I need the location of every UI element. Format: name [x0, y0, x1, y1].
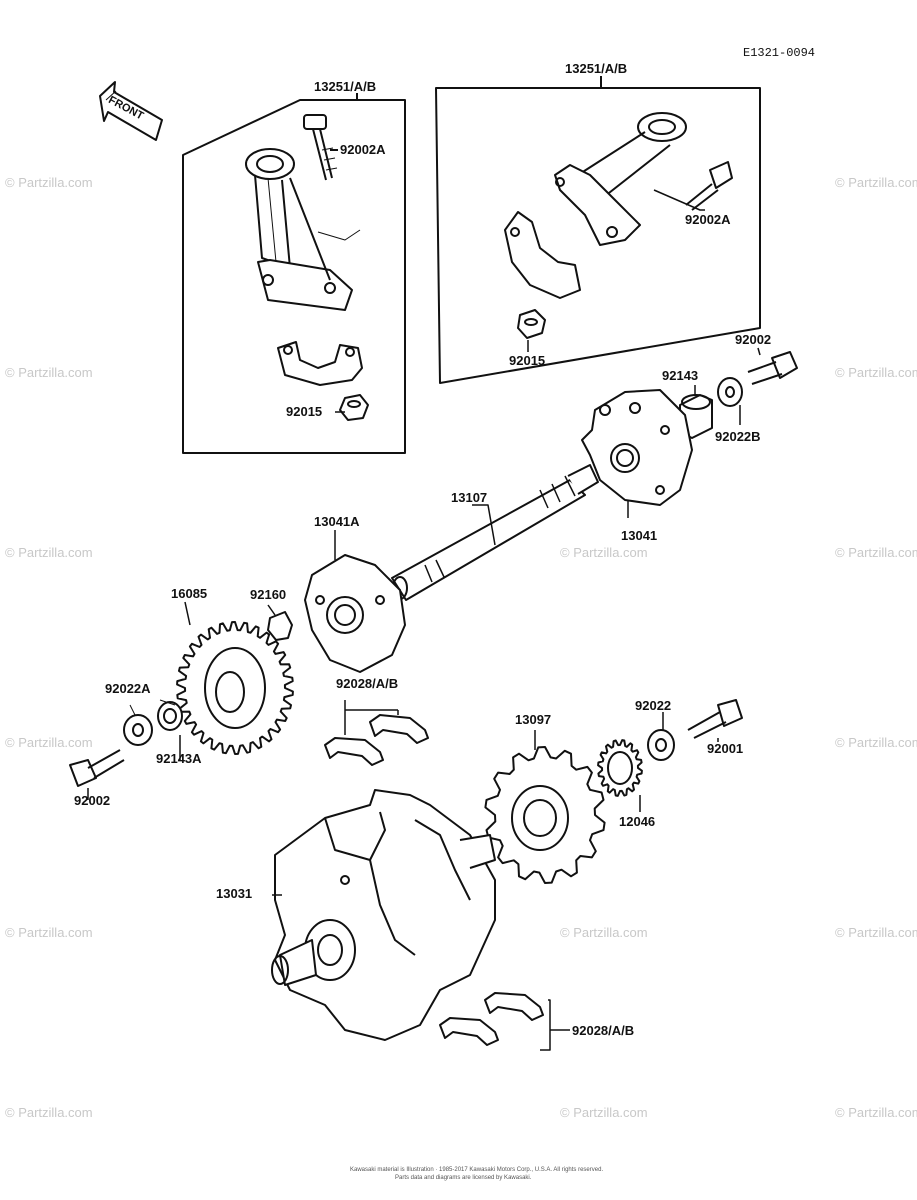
balancer-shaft-13107: [391, 464, 599, 601]
watermark: © Partzilla.com: [835, 925, 917, 940]
watermark: © Partzilla.com: [835, 545, 917, 560]
washer-92022b-icon: [717, 377, 743, 407]
rod-bolt-right-icon: [685, 161, 733, 211]
drawing-code: E1321-0094: [743, 46, 816, 60]
balancer-weight-13041: [581, 389, 693, 506]
bolt-92002-left-icon: [69, 749, 125, 787]
watermark: © Partzilla.com: [5, 735, 93, 750]
bearing-insert-upper: [324, 714, 429, 766]
watermark: © Partzilla.com: [5, 1105, 93, 1120]
washer-92022a-icon: [123, 714, 153, 746]
label-bolt-right-bottom: 92001: [707, 741, 744, 756]
label-washer-right: 92022: [635, 698, 672, 713]
watermark: © Partzilla.com: [5, 365, 93, 380]
watermark: © Partzilla.com: [835, 1105, 917, 1120]
label-collar-top: 92143: [662, 368, 699, 383]
connecting-rod-left: [245, 148, 353, 311]
gear-12046: [597, 739, 643, 797]
collar-92143a-icon: [157, 701, 183, 731]
bearing-insert-lower: [439, 992, 544, 1046]
rod-nut-left-icon: [339, 394, 369, 421]
front-arrow-icon: [99, 81, 163, 141]
label-washer-top: 92022B: [715, 429, 761, 444]
label-gear-16085: 16085: [171, 586, 208, 601]
label-nut-left: 92015: [286, 404, 323, 419]
label-washer-left: 92022A: [105, 681, 151, 696]
label-shaft: 13107: [451, 490, 488, 505]
rod-nut-right-icon: [517, 309, 546, 339]
rod-cap-right: [504, 211, 581, 299]
label-rod-assy-left: 13251/A/B: [314, 79, 377, 94]
label-rod-assy-right: 13251/A/B: [565, 61, 628, 76]
watermark: © Partzilla.com: [560, 545, 648, 560]
footer-license: Parts data and diagrams are licensed by …: [395, 1175, 532, 1181]
watermark: © Partzilla.com: [5, 545, 93, 560]
watermark: © Partzilla.com: [560, 925, 648, 940]
balancer-gear-16085: [176, 621, 294, 755]
watermark: © Partzilla.com: [560, 1105, 648, 1120]
watermark: © Partzilla.com: [835, 175, 917, 190]
label-bearing-upper: 92028/A/B: [336, 676, 399, 691]
watermark: © Partzilla.com: [5, 175, 93, 190]
washer-92022-icon: [647, 729, 675, 761]
label-nut-right: 92015: [509, 353, 546, 368]
footer-copyright: Kawasaki material is Illustration · 1985…: [350, 1167, 604, 1173]
label-weight-right: 13041: [621, 528, 658, 543]
label-collar-left: 92143A: [156, 751, 202, 766]
rod-bolt-left-icon: [303, 114, 338, 181]
label-key-92160: 92160: [250, 587, 287, 602]
label-sprocket: 13097: [515, 712, 552, 727]
label-bearing-lower: 92028/A/B: [572, 1023, 635, 1038]
connecting-rod-right: [554, 112, 687, 246]
rod-assembly-left-box: [182, 99, 406, 454]
crankshaft-13031: [271, 789, 496, 1041]
sprocket-13097: [484, 746, 606, 884]
watermark: © Partzilla.com: [5, 925, 93, 940]
label-bolt-right: 92002A: [685, 212, 731, 227]
label-crankshaft: 13031: [216, 886, 253, 901]
watermark: © Partzilla.com: [835, 735, 917, 750]
key-92160-icon: [267, 611, 293, 641]
watermark: © Partzilla.com: [835, 365, 917, 380]
rod-assembly-right-box: [435, 87, 761, 384]
bolt-92002-top-icon: [747, 351, 798, 385]
label-small-gear: 12046: [619, 814, 656, 829]
rod-cap-left: [277, 341, 363, 386]
label-bolt-left-bottom: 92002: [74, 793, 111, 808]
balancer-weight-13041a: [304, 554, 406, 673]
label-bolt-left: 92002A: [340, 142, 386, 157]
label-bolt-top: 92002: [735, 332, 772, 347]
label-weight-left: 13041A: [314, 514, 360, 529]
bolt-92001-icon: [687, 699, 743, 739]
